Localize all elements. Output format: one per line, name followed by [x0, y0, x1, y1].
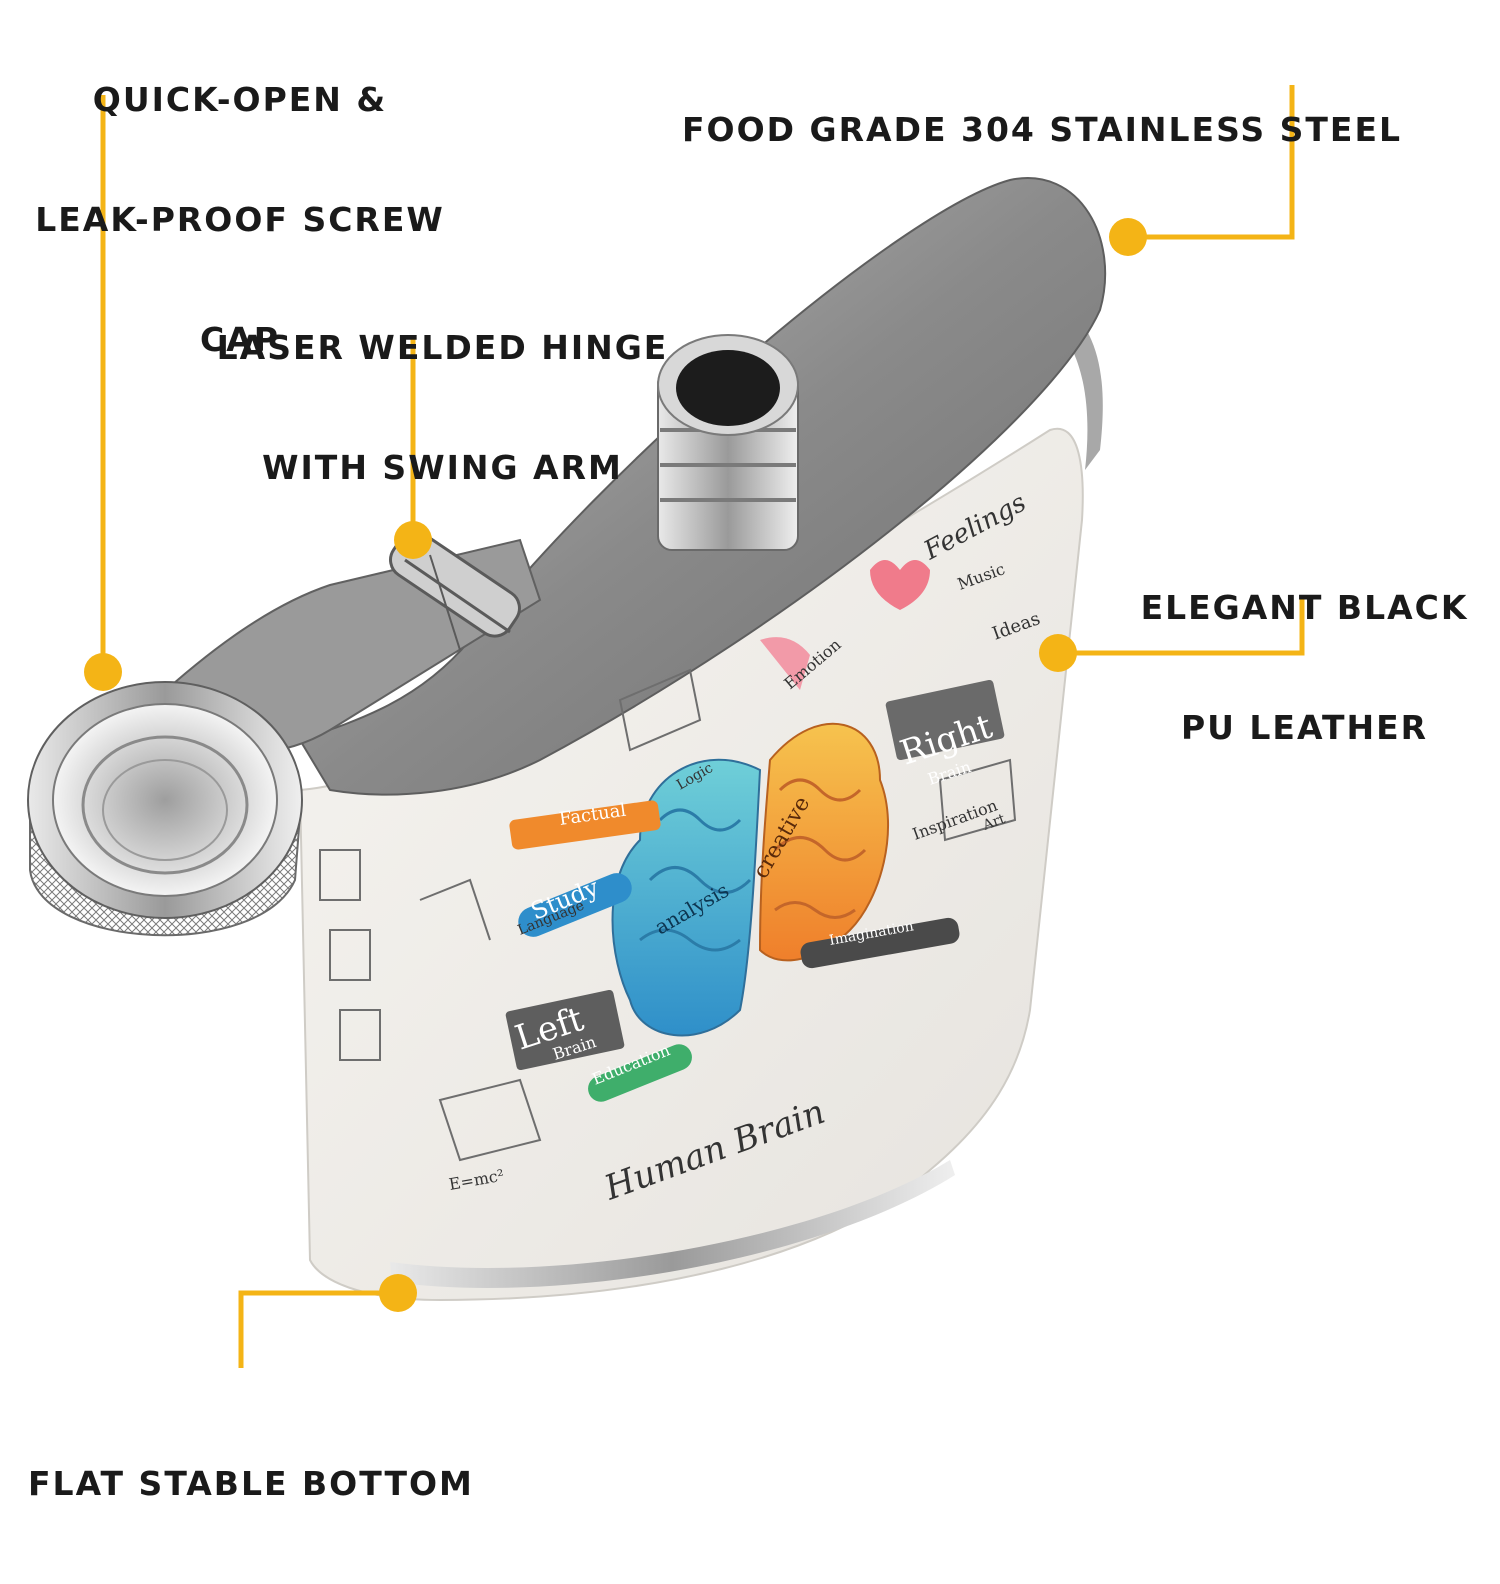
product-infographic: Feelings Right Brain Left Brain creative…	[0, 0, 1500, 1503]
callout-line: LASER WELDED HINGE	[216, 328, 669, 367]
leader-dot-hinge	[394, 521, 432, 559]
body-rim-right	[1050, 300, 1103, 470]
leader-dot-cap	[84, 653, 122, 691]
callout-cap-label: QUICK-OPEN & LEAK-PROOF SCREW CAP	[0, 0, 480, 440]
brain-artwork	[319, 560, 1017, 1162]
flask-spout	[657, 334, 799, 551]
callout-leather-label: ELEGANT BLACK PU LEATHER	[1112, 508, 1497, 828]
callout-line: CAP	[200, 320, 280, 359]
callout-line: PU LEATHER	[1180, 708, 1429, 747]
callout-steel-label: FOOD GRADE 304 STAINLESS STEEL	[682, 30, 1500, 230]
leader-leather	[1062, 597, 1305, 656]
body-rim-bottom	[390, 1160, 955, 1288]
leader-dot-steel	[1109, 218, 1147, 256]
callout-line: WITH SWING ARM	[262, 448, 623, 487]
callout-line: LEAK-PROOF SCREW	[35, 200, 445, 239]
leader-steel	[1132, 85, 1295, 240]
leader-bottom	[238, 1290, 385, 1368]
callout-line: FLAT STABLE BOTTOM	[28, 1464, 474, 1503]
callout-line: ELEGANT BLACK	[1140, 588, 1469, 627]
callout-line: QUICK-OPEN &	[92, 80, 388, 119]
callout-hinge-label: LASER WELDED HINGE WITH SWING ARM	[185, 248, 700, 568]
art-word: Art	[980, 811, 1008, 834]
callout-line: FOOD GRADE 304 STAINLESS STEEL	[682, 110, 1403, 149]
callout-bottom-label: FLAT STABLE BOTTOM	[28, 1384, 548, 1584]
leader-dot-bottom	[379, 1274, 417, 1312]
flask-illustration: Feelings Right Brain Left Brain creative…	[27, 85, 1305, 1368]
leader-dot-leather	[1039, 634, 1077, 672]
callout-leaders	[84, 85, 1305, 1368]
screw-cap	[27, 681, 303, 937]
